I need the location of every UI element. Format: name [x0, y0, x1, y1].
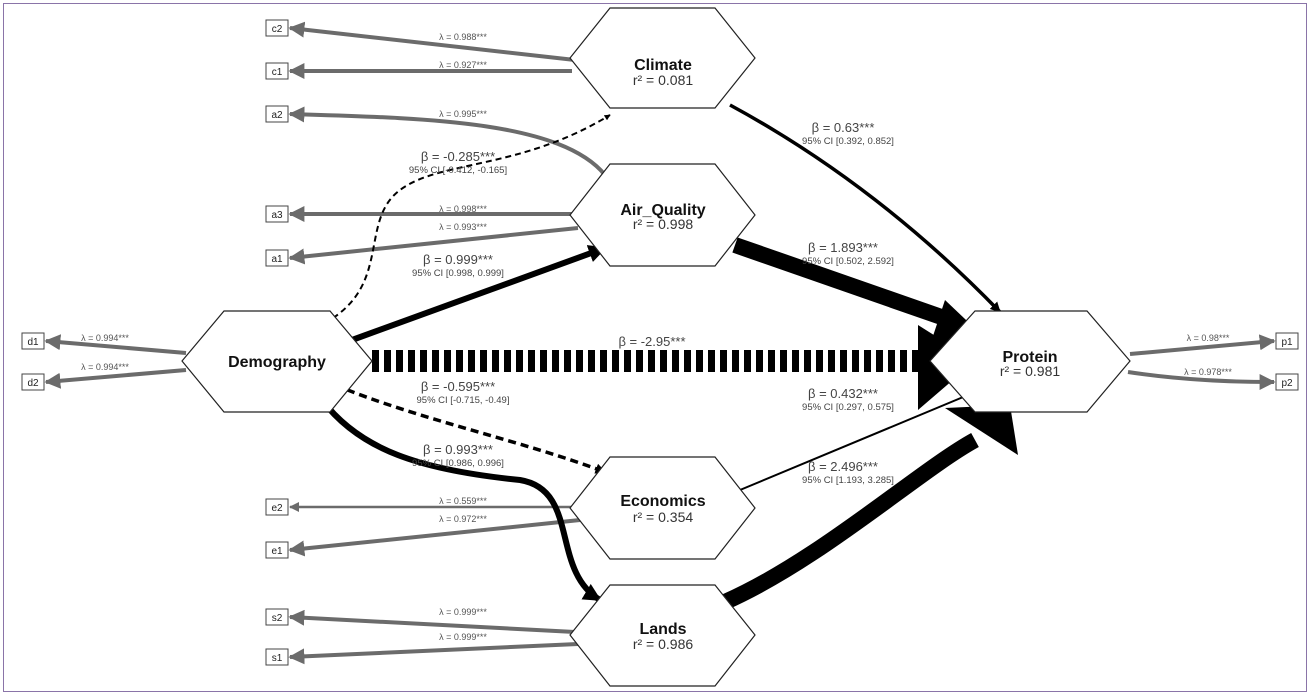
diagram-frame: [3, 3, 1307, 692]
edge-air-a1: [288, 226, 579, 265]
beta-lands-protein: β = 2.496***: [808, 459, 878, 474]
r2-label: r² = 0.981: [1000, 363, 1061, 379]
indicator-p1[interactable]: p1: [1275, 332, 1299, 350]
node-label: Demography: [228, 354, 326, 371]
node-label: Air_Quality: [620, 202, 705, 219]
ci-climate-protein: 95% CI [0.392, 0.852]: [802, 136, 894, 147]
loading-edges: [44, 21, 1276, 665]
edge-air-a2: [288, 106, 607, 177]
indicator-label: e1: [271, 546, 283, 557]
edge-climate-c2: [288, 21, 576, 62]
indicators: c2 c1 a2 a3 a1 d1 d2 e2 e1 s2 s1 p1 p2: [21, 19, 1299, 666]
edge-air-protein: [732, 237, 953, 328]
beta-air-protein: β = 1.893***: [808, 240, 878, 255]
loading-label-s2: λ = 0.999***: [439, 607, 487, 617]
ci-air-protein: 95% CI [0.502, 2.592]: [802, 256, 894, 267]
indicator-d1[interactable]: d1: [21, 332, 45, 350]
indicator-a1[interactable]: a1: [265, 249, 289, 267]
edge-lands-s1: [288, 642, 579, 665]
loading-label-d1: λ = 0.994***: [81, 333, 129, 343]
r2-label: r² = 0.998: [633, 216, 694, 232]
node-air-quality[interactable]: Air_Quality r² = 0.998: [569, 163, 756, 267]
node-label: Lands: [639, 621, 686, 638]
node-label: Protein: [1002, 349, 1057, 366]
indicator-e1[interactable]: e1: [265, 541, 289, 559]
r2-label: r² = 0.354: [633, 509, 694, 525]
ci-dem-lands: 95% CI [0.986, 0.996]: [412, 458, 504, 469]
indicator-label: d1: [27, 337, 39, 348]
indicator-label: e2: [271, 503, 283, 514]
ci-lands-protein: 95% CI [1.193, 3.285]: [802, 475, 894, 486]
edge-dem-air: [350, 245, 607, 343]
beta-dem-climate: β = -0.285***: [421, 149, 495, 164]
node-label: Economics: [620, 493, 705, 510]
beta-dem-econ: β = -0.595***: [421, 379, 495, 394]
edge-dem-lands: [319, 398, 602, 603]
loading-label-c2: λ = 0.988***: [439, 32, 487, 42]
indicator-label: a1: [271, 254, 283, 265]
edge-lands-protein: [721, 432, 979, 610]
edge-econ-e1: [288, 518, 581, 557]
indicator-label: p1: [1281, 337, 1293, 348]
edge-econ-protein: [739, 389, 981, 491]
indicator-a3[interactable]: a3: [265, 205, 289, 223]
node-economics[interactable]: Economics r² = 0.354: [569, 456, 756, 560]
loading-label-a3: λ = 0.998***: [439, 204, 487, 214]
loading-label-a2: λ = 0.995***: [439, 109, 487, 119]
indicator-e2[interactable]: e2: [265, 498, 289, 516]
beta-dem-air: β = 0.999***: [423, 252, 493, 267]
loading-label-a1: λ = 0.993***: [439, 222, 487, 232]
indicator-label: p2: [1281, 378, 1293, 389]
r2-label: r² = 0.081: [633, 72, 694, 88]
beta-econ-protein: β = 0.432***: [808, 386, 878, 401]
indicator-label: c2: [272, 24, 283, 35]
indicator-p2[interactable]: p2: [1275, 373, 1299, 391]
path-labels: β = -0.285*** 95% CI [-0.412, -0.165] β …: [409, 120, 894, 486]
indicator-s2[interactable]: s2: [265, 608, 289, 626]
loading-label-c1: λ = 0.927***: [439, 60, 487, 70]
node-label: Climate: [634, 57, 692, 74]
ci-dem-climate: 95% CI [-0.412, -0.165]: [409, 165, 507, 176]
r2-label: r² = 0.986: [633, 636, 694, 652]
loading-label-s1: λ = 0.999***: [439, 632, 487, 642]
indicator-label: c1: [272, 67, 283, 78]
beta-dem-protein: β = -2.95***: [618, 334, 685, 349]
edge-dem-climate: [332, 114, 611, 319]
indicator-label: d2: [27, 378, 39, 389]
indicator-a2[interactable]: a2: [265, 105, 289, 123]
beta-dem-lands: β = 0.993***: [423, 442, 493, 457]
node-climate[interactable]: Climate r² = 0.081: [569, 7, 756, 109]
indicator-label: a2: [271, 110, 283, 121]
edge-lands-s2: [288, 609, 576, 634]
edge-protein-p2: [1127, 370, 1276, 390]
edge-protein-p1: [1129, 334, 1276, 356]
loading-label-e1: λ = 0.972***: [439, 514, 487, 524]
beta-climate-protein: β = 0.63***: [812, 120, 875, 135]
loading-label-p2: λ = 0.978***: [1184, 367, 1232, 377]
edge-dem-d2: [44, 368, 187, 389]
loading-labels: λ = 0.988*** λ = 0.927*** λ = 0.995*** λ…: [81, 32, 1232, 642]
indicator-d2[interactable]: d2: [21, 373, 45, 391]
loading-label-p1: λ = 0.98***: [1187, 333, 1230, 343]
node-protein[interactable]: Protein r² = 0.981: [929, 310, 1131, 413]
indicator-c1[interactable]: c1: [265, 62, 289, 80]
indicator-label: s1: [272, 653, 283, 664]
indicator-label: a3: [271, 210, 283, 221]
edge-dem-d1: [44, 334, 187, 355]
ci-econ-protein: 95% CI [0.297, 0.575]: [802, 402, 894, 413]
node-lands[interactable]: Lands r² = 0.986: [569, 584, 756, 687]
edge-climate-protein: [729, 103, 1002, 314]
ci-dem-econ: 95% CI [-0.715, -0.49]: [417, 395, 510, 406]
loading-label-e2: λ = 0.559***: [439, 496, 487, 506]
indicator-c2[interactable]: c2: [265, 19, 289, 37]
ci-dem-air: 95% CI [0.998, 0.999]: [412, 268, 504, 279]
loading-label-d2: λ = 0.994***: [81, 362, 129, 372]
edge-dem-econ: [334, 383, 606, 474]
edge-lands-protein-head: [945, 405, 1018, 455]
indicator-s1[interactable]: s1: [265, 648, 289, 666]
indicator-label: s2: [272, 613, 283, 624]
node-demography[interactable]: Demography: [181, 310, 373, 413]
